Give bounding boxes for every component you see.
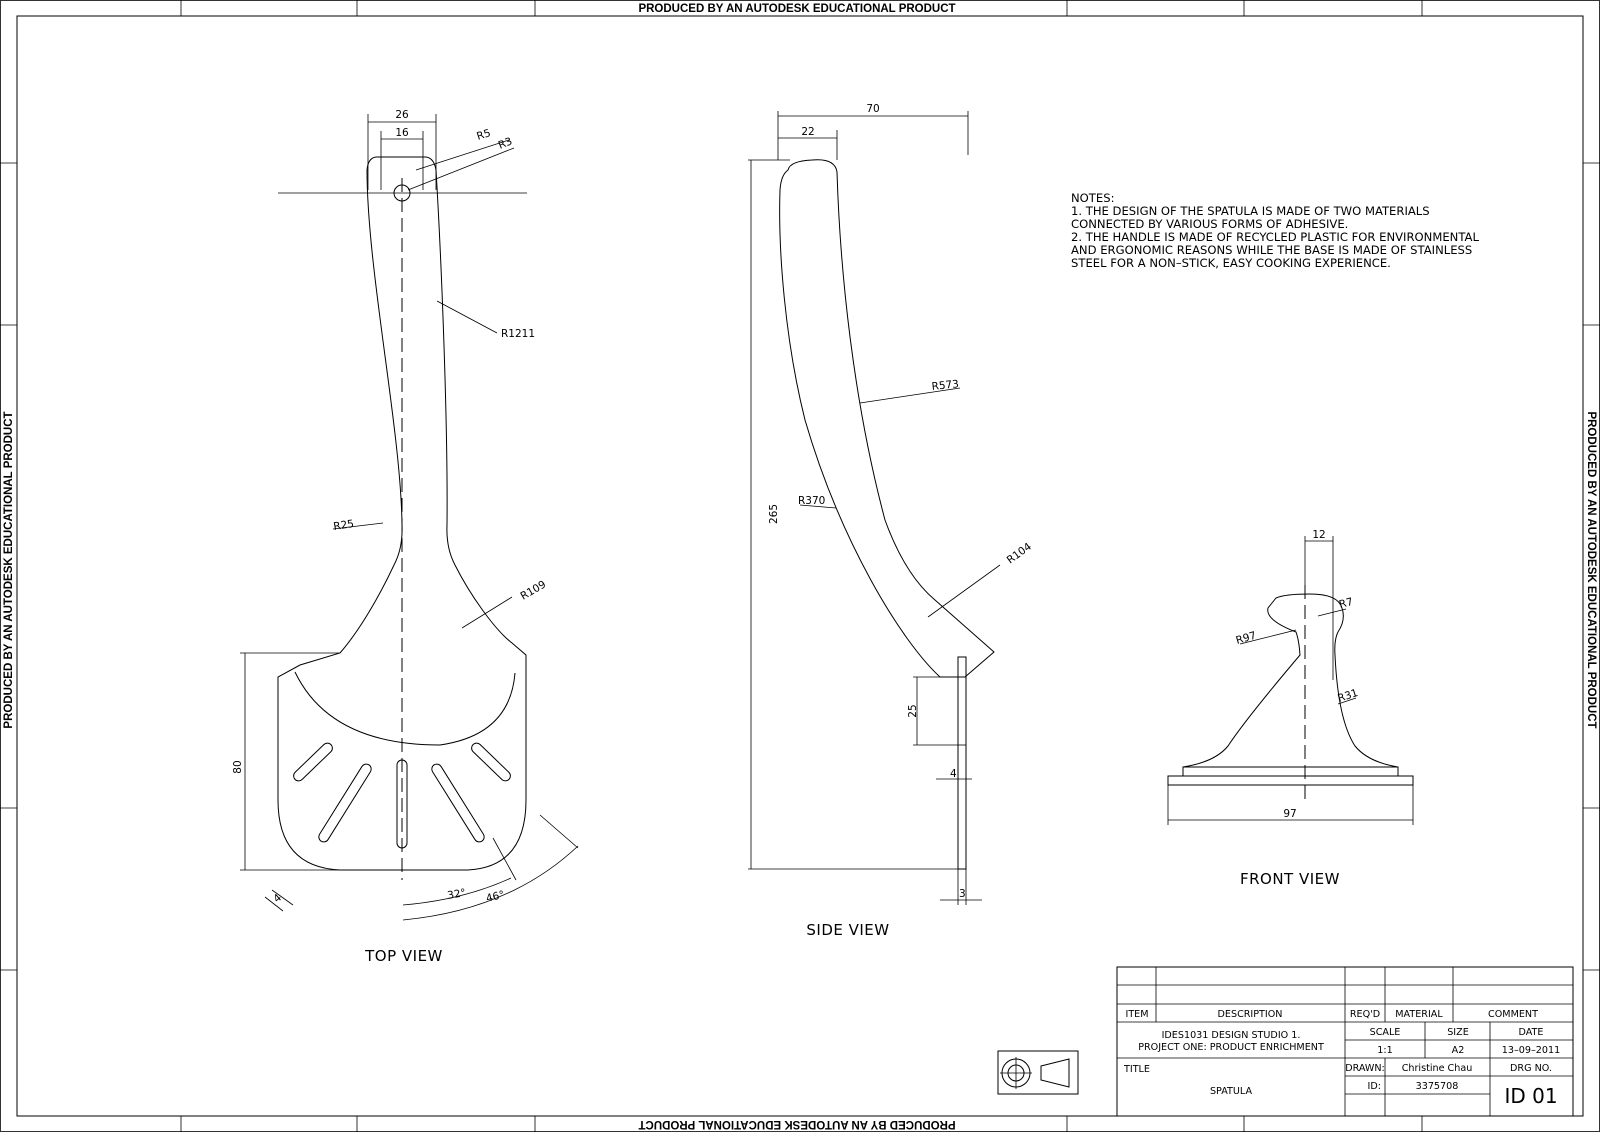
notes-block: NOTES: 1. THE DESIGN OF THE SPATULA IS M… (1071, 191, 1479, 270)
tb-drawn-value: Christine Chau (1402, 1063, 1473, 1074)
front-view: 12 R7 R97 R31 97 FRONT VIEW (1167, 529, 1414, 888)
tb-material: MATERIAL (1395, 1009, 1443, 1020)
top-view: 26 16 R5 R3 R1211 R25 R109 80 4 32° 46° … (232, 109, 579, 965)
note-line: 2. THE HANDLE IS MADE OF RECYCLED PLASTI… (1071, 230, 1479, 244)
tb-item: ITEM (1125, 1009, 1148, 1020)
dim-r7: R7 (1338, 596, 1354, 611)
front-view-outline (1182, 593, 1399, 768)
tb-title-value: SPATULA (1210, 1086, 1253, 1097)
tb-id-label: ID: (1368, 1081, 1381, 1092)
tb-scale-value: 1:1 (1377, 1045, 1392, 1056)
front-view-label: FRONT VIEW (1240, 870, 1340, 888)
dim-r5: R5 (475, 127, 492, 143)
tb-reqd: REQ'D (1350, 1009, 1380, 1020)
dim-r573: R573 (931, 378, 959, 393)
tb-drg-value: ID 01 (1504, 1084, 1557, 1108)
top-view-label: TOP VIEW (364, 947, 443, 965)
dim-80: 80 (232, 760, 244, 773)
tb-project-line1: IDES1031 DESIGN STUDIO 1. (1162, 1030, 1301, 1041)
dim-r3: R3 (497, 135, 514, 151)
dim-r370: R370 (798, 495, 825, 507)
dim-70: 70 (866, 103, 879, 115)
dim-r109: R109 (519, 579, 549, 603)
dim-r1211: R1211 (501, 328, 535, 340)
tb-date-label: DATE (1519, 1027, 1544, 1038)
dim-25: 25 (907, 704, 919, 717)
dim-16: 16 (395, 127, 409, 139)
dim-22: 22 (801, 126, 814, 138)
side-view: 70 22 265 R573 R370 R104 25 4 3 SIDE VIE… (748, 103, 1034, 939)
tb-drg-label: DRG NO. (1510, 1063, 1552, 1074)
dim-3-side: 3 (959, 888, 966, 900)
dim-4-side: 4 (950, 768, 957, 780)
dim-26: 26 (395, 109, 409, 121)
dim-r25: R25 (333, 518, 355, 533)
tb-title-label: TITLE (1123, 1064, 1150, 1075)
watermark-bottom: PRODUCED BY AN AUTODESK EDUCATIONAL PROD… (638, 1118, 955, 1130)
watermark-left: PRODUCED BY AN AUTODESK EDUCATIONAL PROD… (3, 411, 15, 728)
note-line: STEEL FOR A NON–STICK, EASY COOKING EXPE… (1071, 256, 1391, 270)
side-view-outline (779, 159, 995, 678)
dim-12: 12 (1312, 529, 1325, 541)
dim-r31: R31 (1336, 687, 1359, 705)
side-view-label: SIDE VIEW (806, 921, 889, 939)
tb-size-value: A2 (1452, 1045, 1465, 1056)
projection-symbol (997, 1050, 1079, 1095)
watermark-right: PRODUCED BY AN AUTODESK EDUCATIONAL PROD… (1585, 411, 1597, 728)
tb-scale-label: SCALE (1370, 1027, 1401, 1038)
note-line: AND ERGONOMIC REASONS WHILE THE BASE IS … (1071, 243, 1472, 257)
tb-drawn-label: DRAWN: (1345, 1063, 1385, 1074)
note-line: 1. THE DESIGN OF THE SPATULA IS MADE OF … (1071, 204, 1430, 218)
dim-angle-32: 32° (446, 887, 466, 902)
title-block: ITEM DESCRIPTION REQ'D MATERIAL COMMENT … (1116, 966, 1574, 1117)
dim-r104: R104 (1005, 540, 1034, 566)
dim-97: 97 (1283, 808, 1296, 820)
note-line: CONNECTED BY VARIOUS FORMS OF ADHESIVE. (1071, 217, 1348, 231)
dim-r97: R97 (1235, 630, 1258, 647)
tb-date-value: 13–09–2011 (1502, 1045, 1560, 1056)
watermark-top: PRODUCED BY AN AUTODESK EDUCATIONAL PROD… (638, 3, 955, 15)
notes-heading: NOTES: (1071, 191, 1114, 205)
tb-project-line2: PROJECT ONE: PRODUCT ENRICHMENT (1138, 1042, 1324, 1053)
top-view-slots (293, 742, 511, 849)
tb-id-value: 3375708 (1416, 1081, 1459, 1092)
tb-description: DESCRIPTION (1218, 1009, 1283, 1020)
dim-angle-46: 46° (485, 889, 506, 905)
dim-265: 265 (768, 504, 780, 524)
tb-size-label: SIZE (1447, 1027, 1469, 1038)
tb-comment: COMMENT (1488, 1009, 1538, 1020)
